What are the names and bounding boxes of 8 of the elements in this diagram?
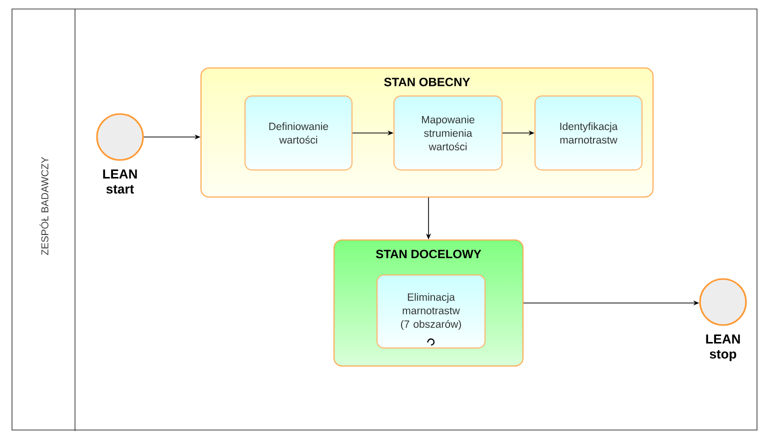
task-box: Mapowanie strumienia wartości — [394, 96, 502, 170]
task-box: Eliminacja marnotrastw (7 obszarów) — [376, 274, 486, 348]
event-label: LEAN stop — [706, 334, 740, 362]
event-circle — [96, 113, 144, 161]
event-circle — [699, 278, 747, 326]
event-label: LEAN start — [103, 170, 137, 194]
task-box: Definiowanie wartości — [244, 96, 352, 170]
task-box: Identyfikacja marnotrastw — [534, 96, 642, 170]
